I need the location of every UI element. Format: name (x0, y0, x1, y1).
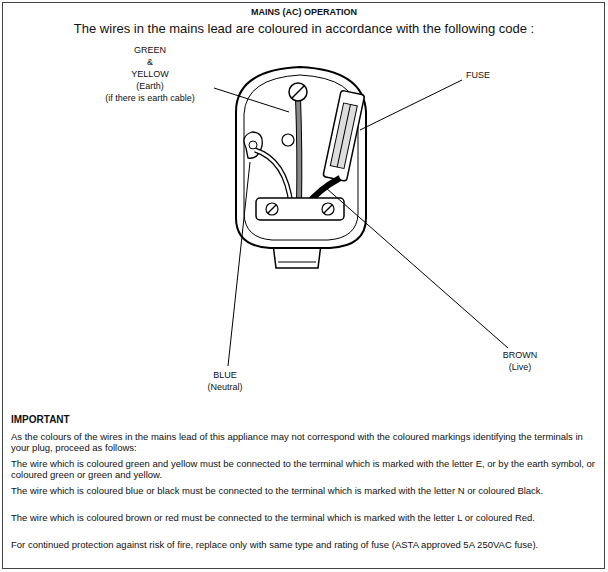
callout-label: BLUE (195, 370, 255, 381)
callout-label: (Live) (490, 362, 550, 373)
instruction-text: The wire which is coloured blue or black… (11, 485, 599, 496)
clamp-screw (266, 203, 278, 215)
earth-screw (289, 83, 307, 101)
earth-wire-core (298, 98, 299, 205)
instruction-text: As the colours of the wires in the mains… (11, 431, 599, 453)
callout-label: FUSE (466, 70, 526, 81)
fuse (323, 90, 365, 181)
plug-body (236, 67, 366, 248)
screw-slot (324, 205, 332, 213)
callout-label: (Neutral) (195, 382, 255, 393)
section-heading: IMPORTANT (11, 414, 211, 426)
earth-wire (298, 98, 299, 205)
neutral-wire (255, 150, 291, 205)
callout-label: (if there is earth cable) (80, 93, 220, 104)
diagram-title: MAINS (AC) OPERATION (4, 7, 604, 18)
instruction-text: The wire which is coloured brown or red … (11, 512, 599, 523)
instruction-text: For continued protection against risk of… (11, 539, 599, 550)
leader-line (326, 188, 508, 348)
clamp-screw (322, 203, 334, 215)
leader-line (228, 162, 250, 366)
instruction-text: The wire which is coloured green and yel… (11, 458, 599, 480)
screw-slot (268, 205, 276, 213)
intro-line: The wires in the mains lead are coloured… (4, 21, 604, 37)
leader-line (214, 88, 289, 112)
callout-label: GREEN (100, 45, 200, 56)
pin-hole (282, 134, 294, 146)
cord-clamp (256, 198, 344, 220)
callout-label: BROWN (490, 350, 550, 361)
callout-label: & (100, 57, 200, 68)
cord-rib (278, 262, 316, 263)
callout-label: YELLOW (100, 69, 200, 80)
frame-border (3, 3, 605, 569)
leader-line (360, 80, 462, 130)
screw-slot (292, 86, 304, 98)
callout-label: (Earth) (100, 81, 200, 92)
neutral-wire-core (255, 150, 291, 205)
